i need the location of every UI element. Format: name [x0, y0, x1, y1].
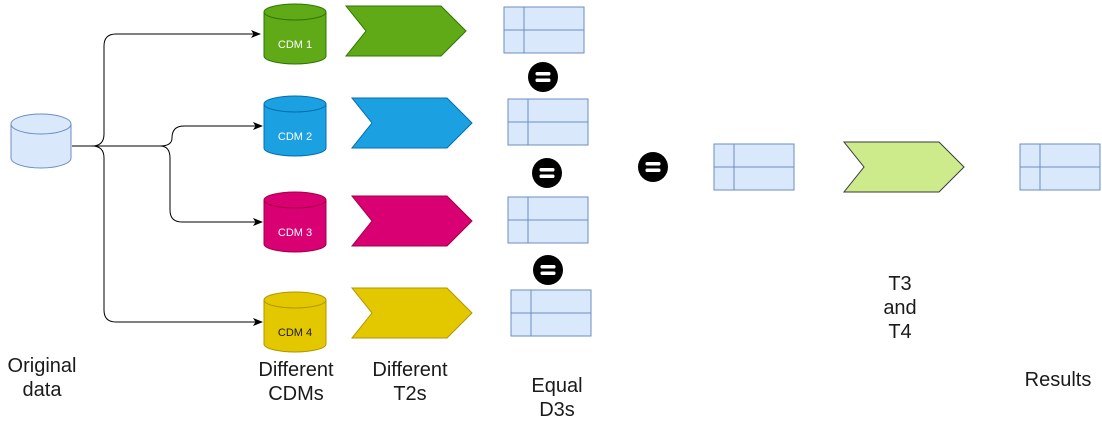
t3-and-t4-label: T3 and T4 — [883, 273, 917, 343]
cdm-1-db-icon: CDM 1 — [263, 3, 327, 65]
results-table — [1019, 143, 1101, 191]
connectors — [72, 30, 263, 326]
connector-to-cdm-2 — [72, 122, 263, 147]
equal-icon-3 — [533, 255, 563, 285]
cdm-3-db-icon: CDM 3 — [263, 191, 327, 253]
d3-table-4 — [510, 289, 592, 337]
cdm-4-db-icon: CDM 4 — [263, 291, 327, 353]
merged-table — [713, 143, 795, 191]
t2-2-chevron — [350, 97, 473, 149]
equal-icon-main — [638, 152, 668, 182]
t2-1-chevron — [344, 5, 467, 57]
connector-to-cdm-1 — [72, 30, 261, 147]
connector-to-cdm-3 — [72, 145, 263, 226]
different-t2s-label: Different T2s — [372, 359, 448, 405]
different-cdms-label: Different CDMs — [258, 359, 334, 405]
connector-to-cdm-4 — [72, 145, 263, 326]
results-label: Results — [1024, 369, 1092, 391]
d3-table-1 — [503, 6, 585, 54]
original-data-db-icon — [10, 113, 72, 169]
equal-d3s-label: Equal D3s — [531, 375, 583, 421]
t3-t4-chevron — [842, 141, 965, 193]
t2-4-chevron — [350, 287, 473, 339]
cdm-1-label: CDM 1 — [278, 39, 312, 51]
cdm-3-label: CDM 3 — [278, 227, 312, 239]
cdm-4-label: CDM 4 — [278, 327, 312, 339]
d3-table-3 — [507, 196, 589, 244]
cdm-2-db-icon: CDM 2 — [263, 95, 327, 157]
equal-icon-1 — [528, 62, 558, 92]
equal-icon-2 — [532, 158, 562, 188]
cdm-2-label: CDM 2 — [278, 131, 312, 143]
d3-table-2 — [507, 98, 589, 146]
original-data-label: Original data — [7, 355, 77, 401]
t2-3-chevron — [350, 195, 473, 247]
